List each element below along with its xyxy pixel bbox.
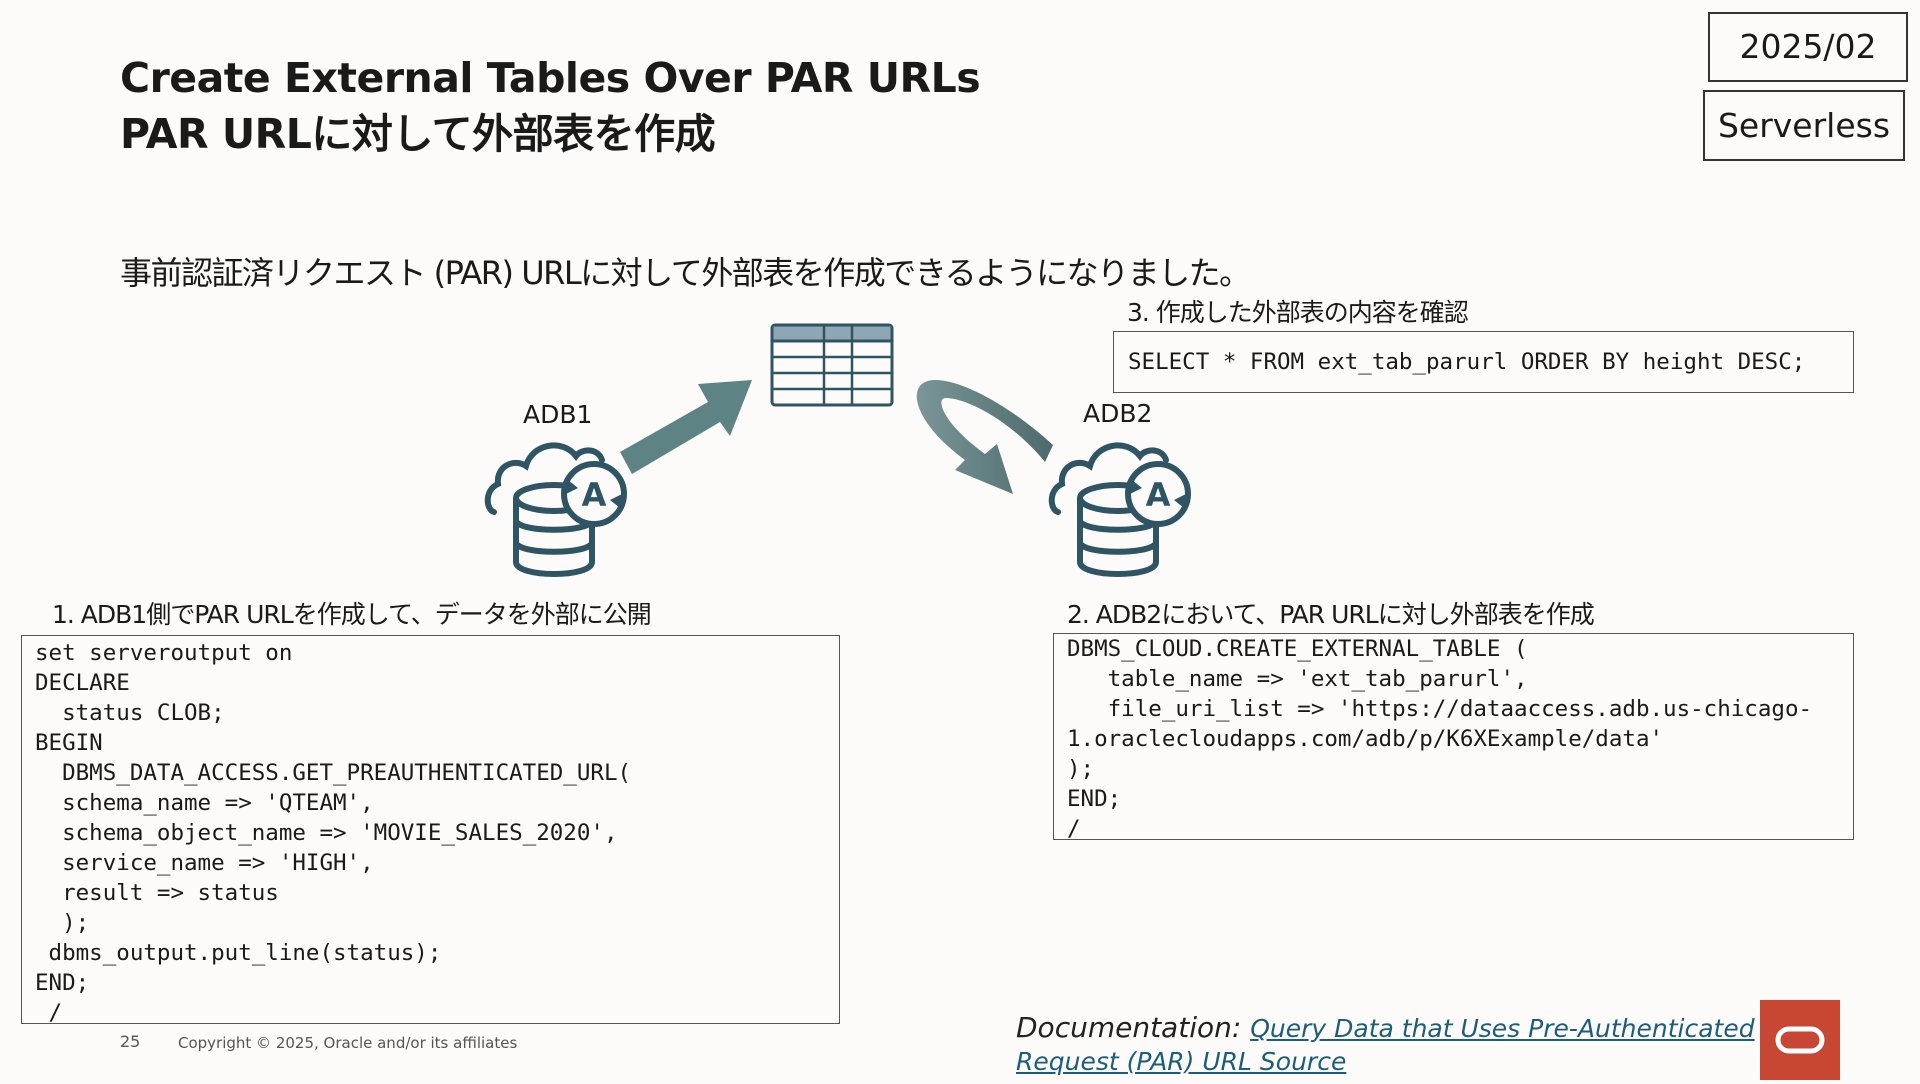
step3-code-block: SELECT * FROM ext_tab_parurl ORDER BY he…: [1113, 331, 1854, 393]
description-text: 事前認証済リクエスト (PAR) URLに対して外部表を作成できるようになりまし…: [120, 254, 1251, 292]
curved-arrow-icon: [916, 380, 1053, 494]
oracle-logo: [1760, 1000, 1840, 1080]
adb1-label: ADB1: [523, 400, 593, 429]
adb2-label: ADB2: [1083, 399, 1153, 428]
autonomous-database-icon: A: [484, 442, 627, 577]
oracle-logo-icon: [1775, 1026, 1825, 1054]
upload-arrow-icon: [620, 380, 752, 474]
documentation-link[interactable]: Query Data that Uses Pre-Authenticated: [1250, 1014, 1755, 1043]
title-line-japanese: PAR URLに対して外部表を作成: [120, 110, 716, 158]
svg-text:A: A: [582, 476, 607, 514]
date-tag: 2025/02: [1708, 12, 1908, 82]
documentation-reference: Documentation: Query Data that Uses Pre-…: [1016, 1012, 1755, 1078]
svg-text:A: A: [1146, 476, 1171, 514]
page-title: Create External Tables Over PAR URLs PAR…: [120, 50, 981, 162]
page-number: 25: [120, 1032, 141, 1051]
autonomous-database-icon: A: [1048, 442, 1191, 577]
step1-label: 1. ADB1側でPAR URLを作成して、データを外部に公開: [52, 600, 652, 629]
service-type-tag: Serverless: [1703, 90, 1905, 161]
step2-label: 2. ADB2において、PAR URLに対し外部表を作成: [1067, 600, 1595, 629]
copyright-text: Copyright © 2025, Oracle and/or its affi…: [178, 1034, 518, 1052]
title-line-english: Create External Tables Over PAR URLs: [120, 54, 981, 102]
step1-code-block: set serveroutput on DECLARE status CLOB;…: [21, 635, 840, 1024]
documentation-link-continued[interactable]: Request (PAR) URL Source: [1016, 1047, 1347, 1076]
documentation-prefix: Documentation:: [1016, 1011, 1242, 1044]
step3-label: 3. 作成した外部表の内容を確認: [1127, 298, 1469, 327]
step2-code-block: DBMS_CLOUD.CREATE_EXTERNAL_TABLE ( table…: [1053, 633, 1854, 840]
table-icon: [770, 323, 894, 407]
